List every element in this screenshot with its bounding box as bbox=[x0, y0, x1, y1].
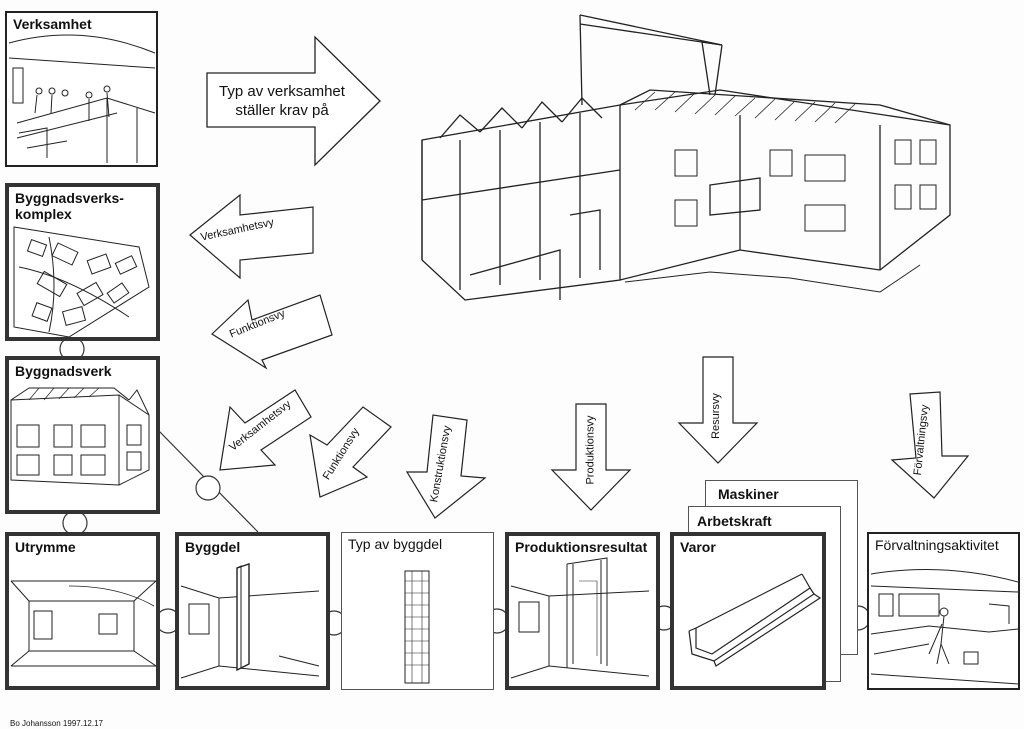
steel-profile-illustration bbox=[674, 536, 822, 686]
building-small-illustration bbox=[9, 360, 156, 510]
arrow-verksamhetsvy-2 bbox=[215, 385, 315, 475]
box-byggnadsverkskomplex: Byggnadsverks- komplex bbox=[5, 183, 160, 341]
wall-panel-illustration bbox=[179, 536, 326, 686]
cleaning-illustration bbox=[869, 534, 1018, 688]
door-frame-illustration bbox=[509, 536, 656, 686]
arrow-produktionsvy-label: Produktionsvy bbox=[585, 415, 597, 484]
box-typ-av-byggdel: Typ av byggdel bbox=[341, 532, 494, 690]
box-utrymme: Utrymme bbox=[5, 532, 160, 690]
office-illustration bbox=[7, 13, 156, 165]
box-varor: Varor bbox=[670, 532, 826, 690]
room-illustration bbox=[9, 536, 156, 686]
connector-circle bbox=[196, 476, 220, 500]
author-credit: Bo Johansson 1997.12.17 bbox=[10, 719, 103, 728]
arrow-resursvy-label: Resursvy bbox=[710, 393, 722, 439]
building-illustration bbox=[410, 10, 955, 320]
arrow-funktionsvy-2 bbox=[305, 405, 395, 500]
box-produktionsresultat: Produktionsresultat bbox=[505, 532, 660, 690]
wall-section-illustration bbox=[342, 533, 493, 689]
box-forvaltningsaktivitet: Förvaltningsaktivitet bbox=[867, 532, 1020, 690]
box-verksamhet: Verksamhet bbox=[5, 11, 158, 167]
site-map-illustration bbox=[9, 187, 156, 337]
arrow-typ-av-verksamhet-label: Typ av verksamhet ställer krav på bbox=[212, 82, 352, 120]
box-byggnadsverk: Byggnadsverk bbox=[5, 356, 160, 514]
box-byggdel: Byggdel bbox=[175, 532, 330, 690]
box-arbetskraft-title: Arbetskraft bbox=[697, 513, 772, 529]
box-maskiner-title: Maskiner bbox=[718, 486, 779, 502]
